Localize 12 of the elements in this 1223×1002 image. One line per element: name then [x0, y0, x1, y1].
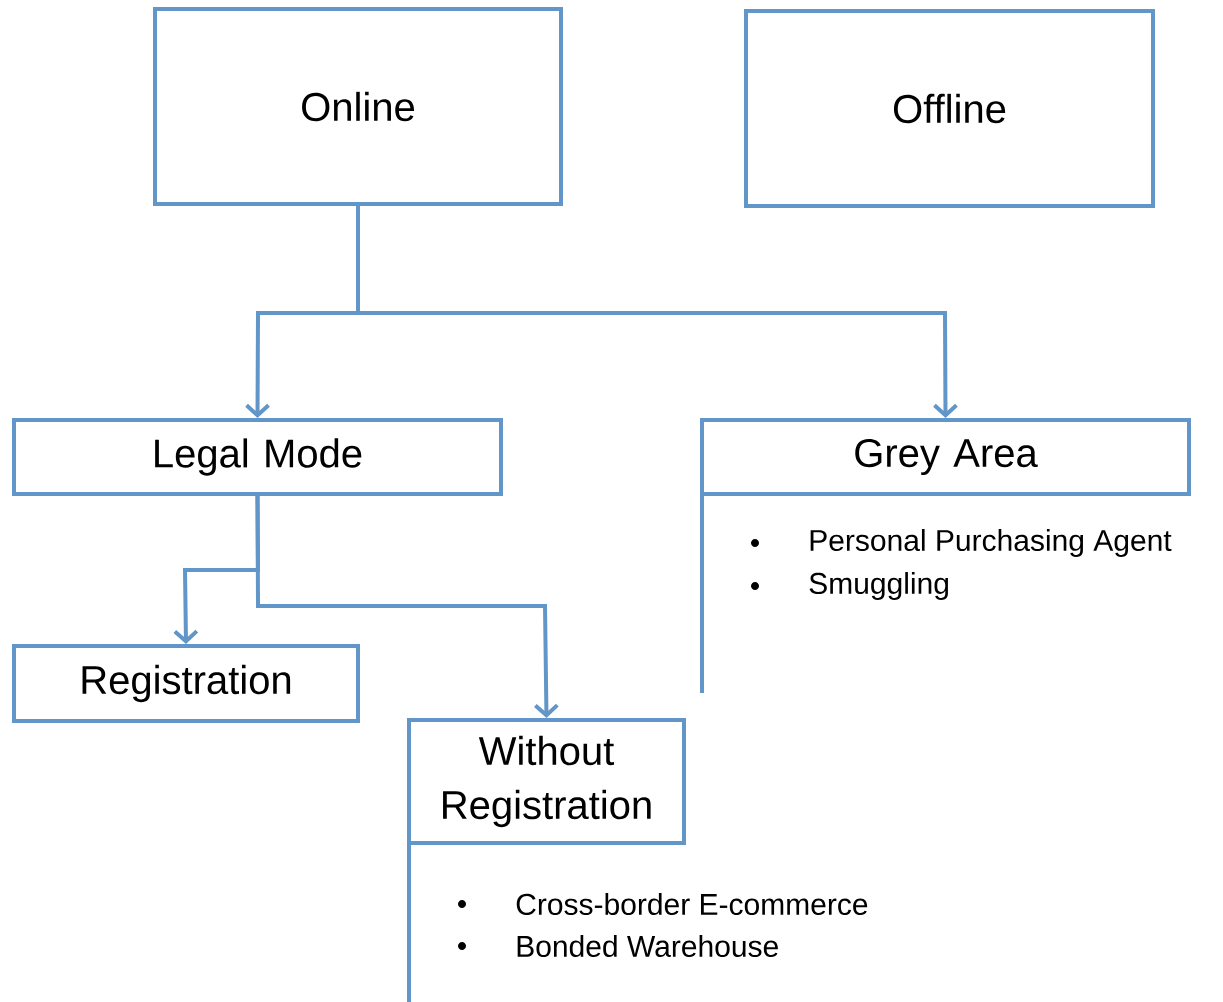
process-box: Offline	[744, 9, 1155, 208]
process-box: Legal Mode	[12, 418, 503, 496]
process-box: Registration	[12, 644, 360, 723]
process-box: Without Registration	[407, 718, 686, 845]
bullet-item: Smuggling	[751, 572, 948, 600]
process-box: Online	[153, 7, 563, 206]
bullet-item: Cross-border E-commerce	[458, 893, 868, 916]
bullet-item: Bonded Warehouse	[458, 935, 778, 958]
process-box: Grey Area	[700, 418, 1191, 496]
arrow	[255, 496, 559, 718]
arrow	[356, 206, 958, 418]
bullet-item: Personal Purchasing Agent	[751, 529, 1172, 557]
